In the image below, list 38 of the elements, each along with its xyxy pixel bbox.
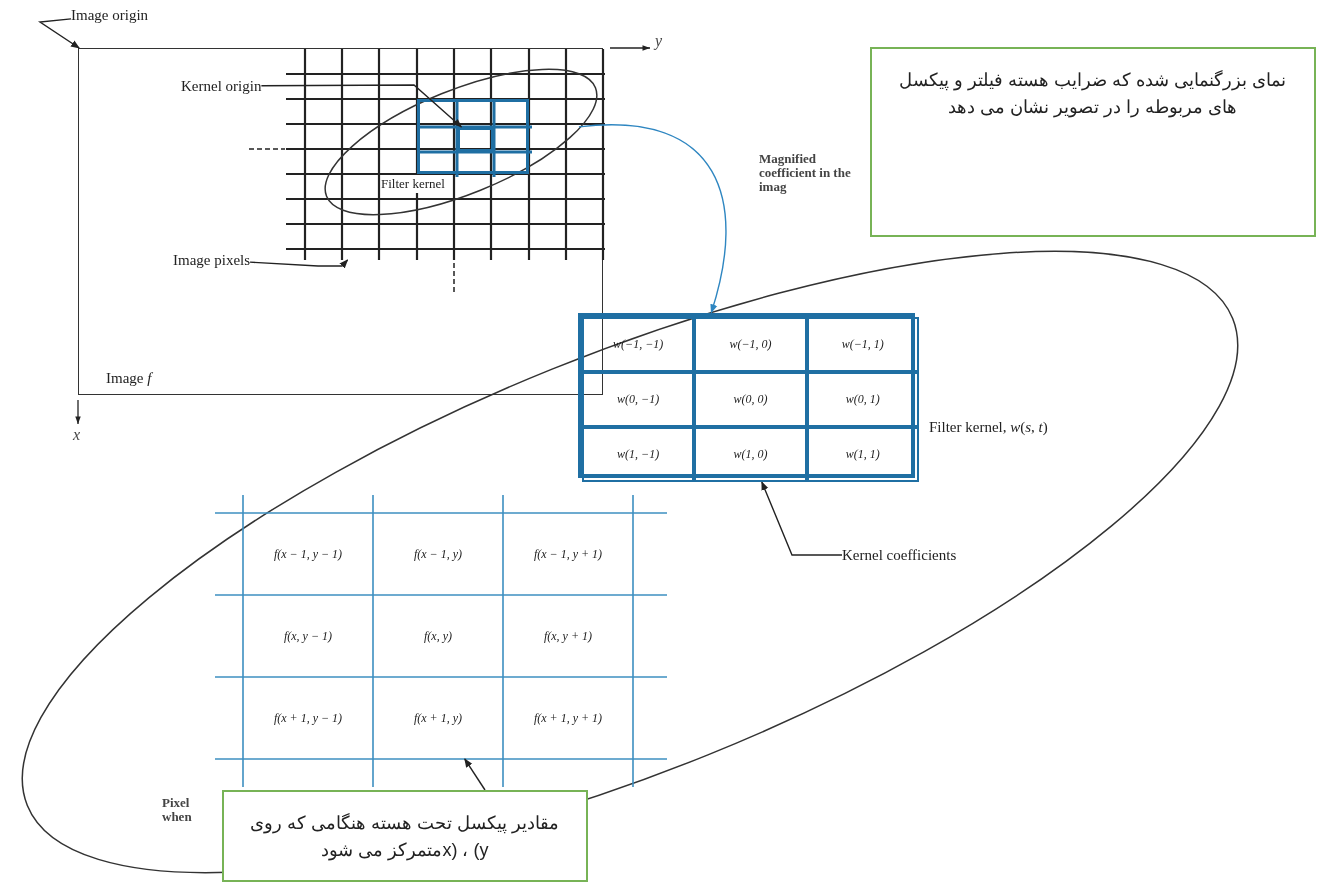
- pixel-cell: f(x − 1, y + 1): [503, 513, 633, 595]
- image-frame: [78, 48, 603, 395]
- kernel-cell: w(0, 0): [694, 372, 807, 427]
- pixel-cell: f(x + 1, y + 1): [503, 677, 633, 759]
- kernel-cell: w(1, 1): [806, 427, 919, 482]
- note-box: نمای بزرگنمایی شده که ضرایب هسته فیلتر و پیکسل های مربوطه را در تصویر نشان می دهد: [870, 47, 1316, 237]
- kernel-cell: w(1, −1): [582, 427, 695, 482]
- pixel-cell: f(x, y + 1): [503, 595, 633, 677]
- kernel-cell: w(0, −1): [582, 372, 695, 427]
- kernel-cell: w(−1, −1): [582, 317, 695, 372]
- note-box: مقادیر پیکسل تحت هسته هنگامی که روی x) ، (yمتمرکز می شود: [222, 790, 588, 882]
- image-title: Image f: [106, 369, 152, 387]
- kernel-cell: w(−1, 0): [694, 317, 807, 372]
- kernel-cell: w(−1, 1): [806, 317, 919, 372]
- arrow: [38, 18, 80, 49]
- kernel-cell: w(1, 0): [694, 427, 807, 482]
- axis-label: x: [73, 428, 81, 442]
- pixel-cell: f(x − 1, y): [373, 513, 503, 595]
- caption-text: Pixel when: [162, 796, 193, 824]
- arrow: [249, 259, 349, 269]
- caption-text: Magnified coefficient in the imag: [759, 152, 852, 194]
- axis-label: y: [655, 34, 663, 48]
- callout-label: Kernel coefficients: [842, 546, 957, 564]
- callout-label: Image origin: [71, 6, 149, 24]
- kernel-cell: w(0, 1): [806, 372, 919, 427]
- pixel-cell: f(x, y): [373, 595, 503, 677]
- pixel-cell: f(x, y − 1): [243, 595, 373, 677]
- kernel-caption: Filter kernel, w(s, t): [929, 418, 1048, 436]
- pixel-cell: f(x − 1, y − 1): [243, 513, 373, 595]
- pixel-cell: f(x + 1, y − 1): [243, 677, 373, 759]
- kernel-center-cell: [457, 127, 494, 152]
- arrow: [761, 481, 843, 556]
- filter-kernel-grid: [417, 99, 529, 174]
- arrow: [464, 758, 486, 791]
- pixel-cell: f(x + 1, y): [373, 677, 503, 759]
- arrow: [578, 124, 727, 314]
- callout-label: Filter kernel: [381, 175, 445, 193]
- arrow: [260, 84, 463, 128]
